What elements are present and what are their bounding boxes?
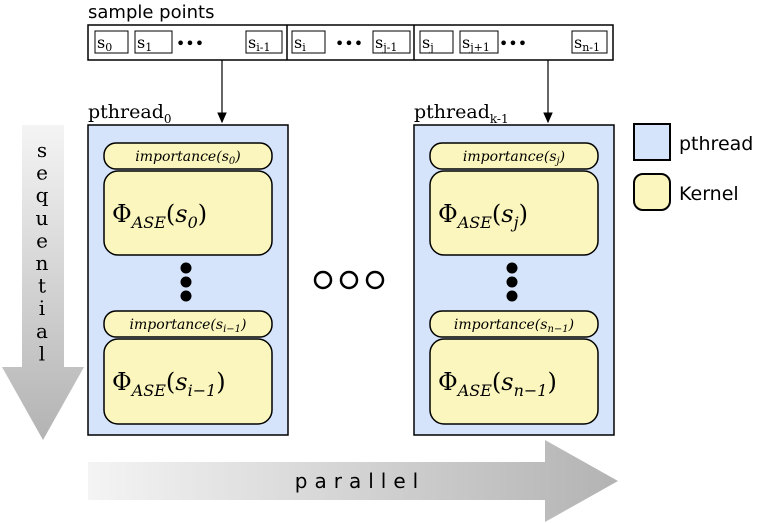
sample-cell-0: s0	[94, 30, 129, 54]
sample-points-array	[87, 24, 614, 61]
parallel-label: parallel	[295, 469, 425, 493]
pthread-label: pthreadk-1	[414, 101, 509, 126]
sample-label: s0	[97, 33, 112, 54]
sample-label: sn-1	[574, 33, 600, 54]
sample-cell-i: si	[291, 30, 326, 54]
legend-label: Kernel	[679, 183, 739, 205]
sample-cell-j+1: sj+1	[459, 30, 499, 54]
sample-points-title: sample points	[88, 2, 214, 23]
legend-item-kernel: Kernel	[633, 173, 739, 211]
sample-ellipsis: •••	[176, 34, 204, 53]
pthread-block-k-1: pthreadk-1importance(sj)ΦASE(sj)importan…	[413, 101, 615, 436]
sample-ellipsis: •••	[335, 34, 363, 53]
sample-label: s1	[137, 33, 152, 54]
importance-label: importance(sn−1)	[454, 317, 574, 335]
parallel-arrow	[88, 440, 618, 522]
sequential-arrow	[2, 125, 84, 440]
sample-cell-i-1: si-1	[245, 30, 283, 54]
importance-label: importance(s0)	[135, 149, 240, 167]
legend-item-pthread: pthread	[633, 123, 753, 161]
sequential-letter: e	[36, 228, 48, 252]
phi-ase-label: ΦASE(sn−1)	[438, 368, 557, 400]
kernel-j: importance(sj) ΦASE(sj)	[429, 142, 599, 256]
sequential-letter: l	[39, 341, 45, 365]
sample-cell-j: sj	[419, 30, 454, 54]
sample-cell-j-1: sj-1	[372, 30, 411, 54]
sample-cell-1: s1	[134, 30, 173, 54]
sequential-letter: q	[36, 183, 49, 207]
sample-ellipsis: •••	[499, 34, 527, 53]
sample-label: si	[294, 33, 306, 54]
sequential-letter: u	[36, 206, 49, 230]
importance-label: importance(si−1)	[129, 317, 246, 335]
importance-label: importance(sj)	[463, 149, 565, 167]
sample-label: sj	[422, 33, 434, 54]
kernel-0: importance(s0) ΦASE(s0)	[103, 142, 273, 256]
sequential-letter: i	[39, 296, 45, 320]
thread-ellipsis	[313, 270, 385, 290]
kernel-n−1: importance(sn−1) ΦASE(sn−1)	[429, 310, 599, 425]
sample-label: sj+1	[462, 33, 490, 54]
sample-label: sj-1	[375, 33, 397, 54]
sample-cell-n-1: sn-1	[571, 30, 608, 54]
sequential-letter: s	[37, 138, 47, 162]
pthread-label: pthread0	[88, 101, 172, 126]
sequential-letter: a	[36, 319, 48, 343]
sample-label: si-1	[248, 33, 270, 54]
phi-ase-label: ΦASE(s0)	[112, 200, 207, 232]
sequential-letter: e	[36, 161, 48, 185]
phi-ase-label: ΦASE(si−1)	[112, 368, 226, 400]
sequential-letter: n	[36, 251, 49, 275]
phi-ase-label: ΦASE(sj)	[438, 200, 528, 232]
kernel-i−1: importance(si−1) ΦASE(si−1)	[103, 310, 273, 425]
sequential-letter: t	[38, 274, 46, 298]
pthread-block-0: pthread0importance(s0)ΦASE(s0)importance…	[87, 101, 289, 436]
vertical-ellipsis	[180, 262, 192, 302]
vertical-ellipsis	[506, 262, 518, 302]
legend-label: pthread	[679, 133, 753, 155]
